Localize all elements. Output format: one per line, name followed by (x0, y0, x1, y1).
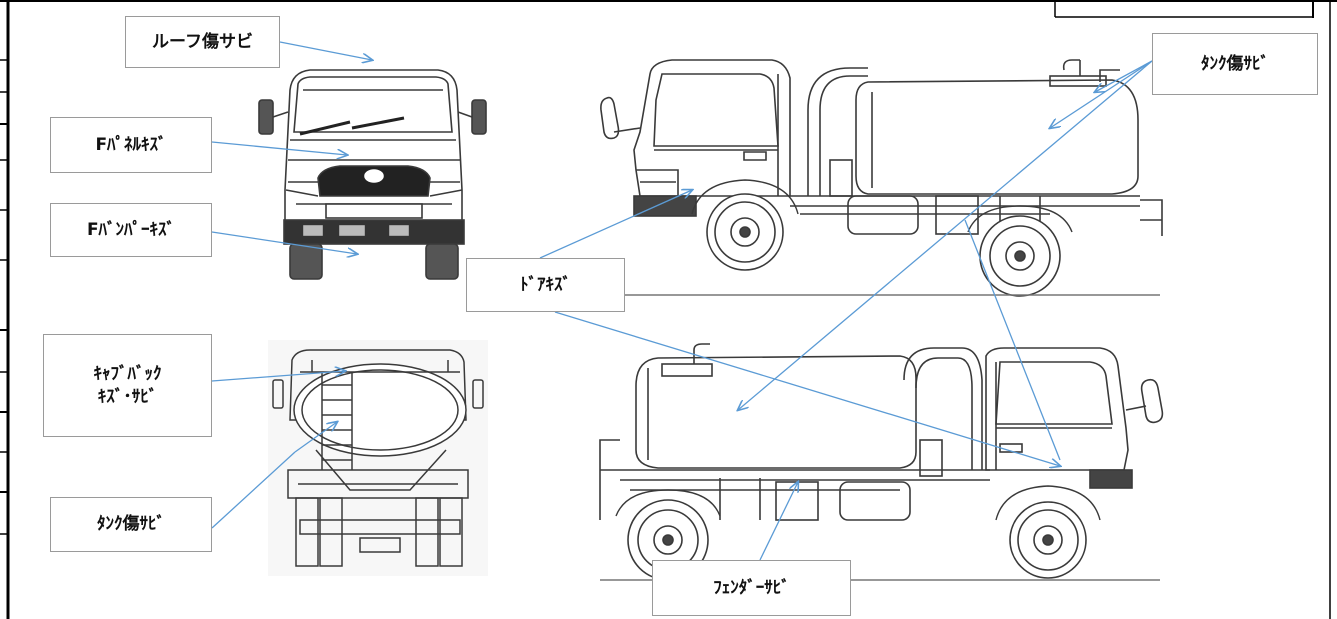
truck-side-view-right (599, 343, 1164, 581)
truck-rear-view (268, 340, 488, 576)
truck-front-view (258, 69, 487, 280)
arrow-cab-back (211, 371, 345, 382)
arrow-tank-left-1 (211, 451, 296, 529)
label-fender-rust: ﾌｪﾝﾀﾞｰｻﾋﾞ (652, 560, 851, 616)
pointer-arrows (211, 41, 1153, 561)
arrow-front-panel (211, 141, 347, 155)
arrow-tank-left-2 (294, 422, 337, 453)
label-cab-back-scratch-rust: ｷｬﾌﾞﾊﾞｯｸ ｷｽﾞ･ｻﾋﾞ (43, 334, 212, 437)
arrow-door-2 (554, 311, 1060, 466)
label-front-bumper-scratch: Fﾊﾞﾝﾊﾟｰｷｽﾞ (50, 203, 212, 257)
label-tank-scratch-rust-rear: ﾀﾝｸ傷ｻﾋﾞ (50, 497, 212, 552)
label-door-scratch: ﾄﾞｱｷｽﾞ (466, 258, 625, 312)
truck-side-view-left (600, 59, 1163, 297)
label-front-panel-scratch: Fﾊﾟﾈﾙｷｽﾞ (50, 117, 212, 173)
arrow-front-bumper (211, 231, 357, 254)
arrow-tank-right-1 (1095, 60, 1153, 92)
arrow-tank-right-2 (1050, 60, 1153, 128)
arrow-door-1 (539, 190, 692, 259)
label-tank-scratch-rust-side: ﾀﾝｸ傷ｻﾋﾞ (1152, 33, 1318, 95)
arrow-roof (279, 41, 372, 60)
label-roof-scratch-rust: ルーフ傷サビ (125, 16, 280, 68)
arrow-tank-right-3 (738, 60, 1153, 410)
arrow-fender-1 (759, 482, 798, 561)
arrow-fender-2 (964, 219, 1061, 461)
